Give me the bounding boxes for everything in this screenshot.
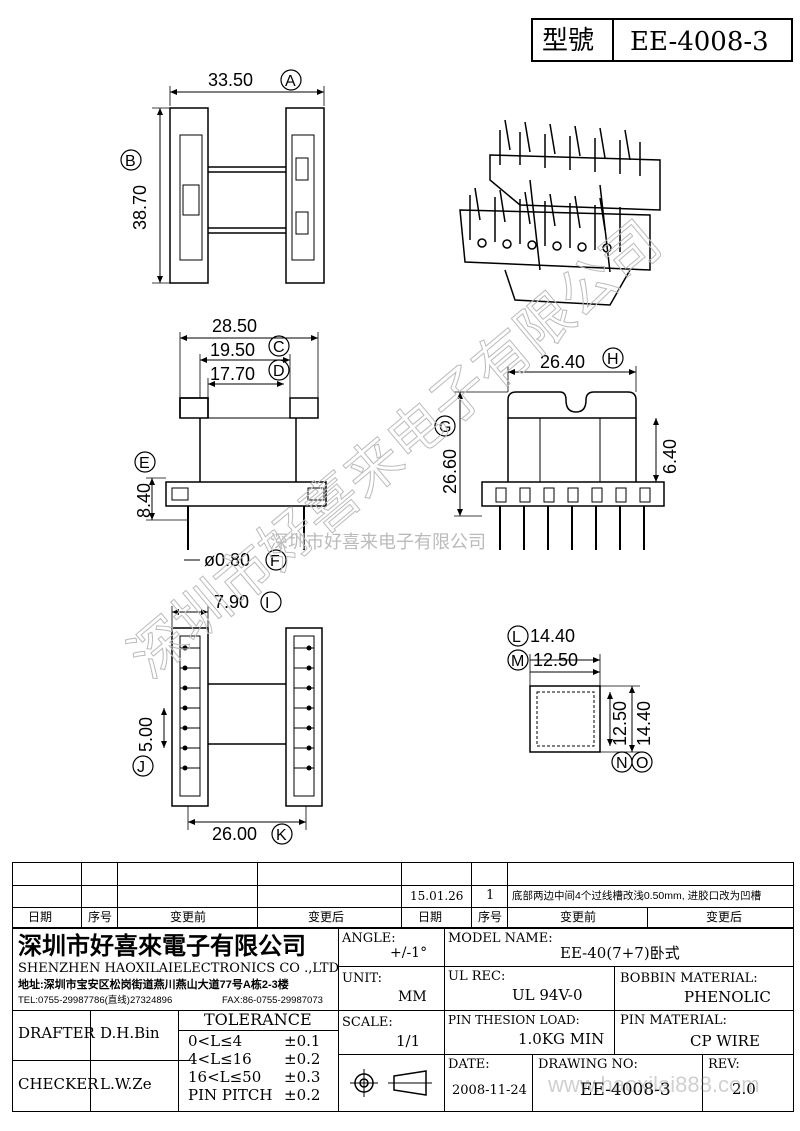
projection-symbol-icon	[350, 1069, 432, 1097]
dim-B-letter: B	[125, 153, 136, 170]
company-name-cn: 深圳市好喜來電子有限公司	[18, 931, 306, 960]
rev-header-no-1: 序号	[88, 910, 113, 924]
company-tel: TEL:0755-29987786(直线)27324896	[18, 995, 173, 1006]
pin-load-label: PIN THESION LOAD:	[448, 1013, 580, 1027]
ul-value: UL 94V-0	[512, 986, 583, 1004]
tol-range-1: 0<L≤4	[188, 1032, 243, 1050]
dim-F-value: ø0.80	[204, 550, 250, 570]
front-view	[146, 332, 327, 561]
dim-L-letter: L	[512, 629, 521, 646]
dim-O-letter: O	[636, 755, 648, 772]
bottom-view	[161, 606, 323, 830]
ul-label: UL REC:	[448, 969, 506, 984]
rev-header-before-1: 变更前	[170, 910, 207, 924]
dim-J-value: 5.00	[136, 717, 156, 752]
unit-value: MM	[398, 989, 427, 1005]
dim-H-value: 26.40	[540, 352, 585, 372]
company-address: 地址:深圳市宝安区松岗街道燕川燕山大道77号A栋2-3楼	[18, 979, 289, 991]
drawing-no-label: DRAWING NO:	[538, 1057, 638, 1072]
square-profile	[529, 654, 640, 753]
top-view	[152, 86, 325, 284]
dim-G-letter: G	[439, 419, 451, 436]
drafter-label: DRAFTER	[18, 1024, 95, 1042]
rev-header-date-2: 日期	[418, 910, 443, 924]
dim-K-value: 26.00	[212, 824, 257, 844]
dim-sq-h2-value: 14.40	[634, 701, 654, 746]
dim-A-letter: A	[285, 73, 296, 90]
dim-sq-h1-value: 12.50	[610, 701, 630, 746]
tol-range-4: PIN PITCH	[188, 1086, 273, 1104]
bobbin-label: BOBBIN MATERIAL:	[620, 971, 758, 986]
dim-J-letter: J	[137, 759, 145, 776]
tol-value-4: ±0.2	[284, 1086, 321, 1104]
unit-label: UNIT:	[342, 971, 383, 986]
dim-M-value: 12.50	[533, 650, 578, 670]
rev-value: 2.0	[732, 1080, 756, 1098]
dim-top-width-value: 28.50	[212, 316, 257, 336]
rev-header-after-1: 变更后	[308, 910, 345, 924]
dim-E-value: 8.40	[134, 483, 154, 518]
rev-header-before-2: 变更前	[560, 910, 597, 924]
angle-label: ANGLE:	[342, 931, 396, 946]
dim-E-letter: E	[139, 455, 150, 472]
revision-date: 15.01.26	[410, 889, 464, 903]
dim-C-letter: C	[273, 339, 285, 356]
model-name-label: MODEL NAME:	[448, 931, 553, 946]
pin-load-value: 1.0KG MIN	[518, 1030, 605, 1048]
side-view	[454, 366, 665, 550]
title-block	[12, 928, 794, 1112]
model-name-value: EE-40(7+7)卧式	[560, 944, 680, 962]
rev-header-date-1: 日期	[28, 910, 53, 924]
dim-A-value: 33.50	[208, 70, 253, 90]
angle-value: +/-1°	[390, 945, 428, 961]
dim-I-value: 7.90	[214, 592, 249, 612]
dim-D-value: 17.70	[210, 364, 255, 384]
dim-side-height-value: 6.40	[660, 439, 680, 474]
tol-value-1: ±0.1	[284, 1032, 321, 1050]
checker-value: L.W.Ze	[100, 1075, 152, 1093]
date-value: 2008-11-24	[452, 1083, 527, 1098]
dim-H-letter: H	[607, 351, 619, 368]
tol-range-3: 16<L≤50	[188, 1068, 262, 1086]
checker-label: CHECKER	[18, 1075, 99, 1093]
revision-table	[12, 862, 794, 928]
revision-number: 1	[486, 888, 495, 903]
dim-G-value: 26.60	[440, 449, 460, 494]
drawing-no-value: EE-4008-3	[580, 1080, 671, 1100]
dim-I-letter: I	[265, 595, 269, 612]
dim-L-value: 14.40	[530, 626, 575, 646]
model-header-divider	[612, 18, 614, 62]
watermark-small: 深圳市好喜来电子有限公司	[270, 532, 486, 552]
scale-label: SCALE:	[342, 1015, 393, 1030]
model-label: 型號	[542, 26, 595, 56]
dim-K-letter: K	[276, 827, 287, 844]
drawing-area: 33.50 A B 38.70	[117, 69, 680, 845]
pin-material-value: CP WIRE	[690, 1032, 760, 1050]
isometric-view	[459, 119, 661, 306]
dim-N-letter: N	[616, 755, 628, 772]
tol-value-2: ±0.2	[284, 1050, 321, 1068]
rev-header-no-2: 序号	[478, 910, 503, 924]
model-value: EE-4008-3	[630, 27, 769, 57]
tol-range-2: 4<L≤16	[188, 1050, 252, 1068]
scale-value: 1/1	[396, 1032, 421, 1050]
dim-F-letter: F	[270, 553, 280, 570]
dim-D-letter: D	[273, 363, 285, 380]
dim-B-value: 38.70	[130, 185, 150, 230]
pin-material-label: PIN MATERIAL:	[620, 1013, 727, 1028]
revision-note: 底部两边中间4个过线槽改浅0.50mm, 进胶口改为凹槽	[512, 890, 762, 902]
dim-C-value: 19.50	[210, 340, 255, 360]
tol-value-3: ±0.3	[284, 1068, 321, 1086]
rev-header-after-2: 变更后	[706, 910, 743, 924]
company-name-en: SHENZHEN HAOXILAIELECTRONICS CO .,LTD	[18, 961, 340, 976]
model-header-box	[531, 18, 793, 62]
rev-label: REV:	[708, 1057, 740, 1072]
bobbin-value: PHENOLIC	[684, 988, 771, 1006]
date-label: DATE:	[448, 1057, 490, 1072]
drafter-value: D.H.Bin	[100, 1024, 160, 1042]
watermark-website: www.haoxilai888.com	[548, 1072, 760, 1097]
tolerance-label: TOLERANCE	[204, 1010, 312, 1029]
company-fax: FAX:86-0755-29987073	[222, 995, 323, 1006]
dim-M-letter: M	[511, 653, 524, 670]
